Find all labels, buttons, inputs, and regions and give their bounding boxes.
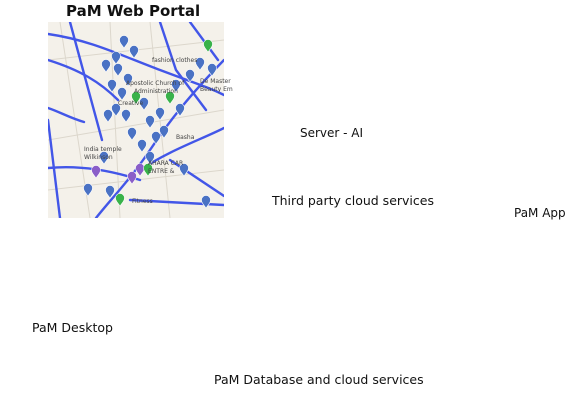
map-pin-icon [127, 127, 137, 141]
map-pin-icon [131, 91, 141, 105]
map-pin-icon [111, 103, 121, 117]
database-label: PaM Database and cloud services [214, 372, 424, 387]
map-pin-icon [226, 24, 235, 37]
map-pin-icon [135, 163, 145, 177]
map-label: fashion clothes [152, 57, 198, 64]
server-label: Server - AI [300, 126, 364, 140]
map-pin-icon [145, 115, 155, 129]
map-label: Administration [134, 88, 178, 95]
map-pin-icon [175, 103, 185, 117]
map-pin-icon [121, 109, 131, 123]
map-pin-icon [179, 163, 189, 177]
map-label: AHARA CAR [148, 160, 184, 167]
map-label: India temple [84, 146, 122, 153]
map-pin-icon [107, 79, 117, 93]
desktop-label: PaM Desktop [32, 320, 113, 335]
map-pin-icon [99, 151, 109, 165]
map-label: Fitness [132, 198, 153, 205]
map-pin-icon [155, 107, 165, 121]
map-label: Beauty Em [200, 86, 233, 93]
map-pin-icon [137, 139, 147, 153]
map-label: ENTRE & [148, 168, 175, 175]
map-label: Wilkinson [84, 154, 113, 161]
map-pin-icon [151, 131, 161, 145]
map-pins [83, 24, 235, 209]
map-label: Basha [176, 134, 195, 141]
map-pin-icon [105, 185, 115, 199]
map-pin-icon [115, 193, 125, 207]
map-pin-icon [91, 165, 101, 179]
map-pin-icon [201, 195, 211, 209]
map-pin-icon [139, 97, 149, 111]
map-label: Apostolic Church of [126, 80, 185, 87]
map-pin-icon [143, 163, 153, 177]
map-pin-icon [207, 63, 217, 77]
map-pin-icon [123, 73, 133, 87]
map-label: Creative [118, 100, 144, 107]
web-portal-map [48, 22, 235, 218]
map-pin-icon [171, 79, 181, 93]
map-pin-icon [203, 39, 213, 53]
map-pin-icon [113, 63, 123, 77]
map-pin-icon [103, 109, 113, 123]
map-pin-icon [117, 87, 127, 101]
map-pin-icon [159, 125, 169, 139]
web-portal-title: PaM Web Portal [66, 2, 201, 20]
map-label: De Master [200, 78, 231, 85]
cloud-label: Third party cloud services [272, 193, 434, 208]
map-pin-icon [119, 35, 129, 49]
map-pin-icon [145, 151, 155, 165]
map-pin-icon [129, 45, 139, 59]
map-pin-icon [127, 171, 137, 185]
map-pin-icon [195, 57, 205, 71]
map-pin-icon [111, 51, 121, 65]
map-pin-icon [165, 91, 175, 105]
map-pin-icon [185, 69, 195, 83]
app-label: PaM App [514, 206, 566, 220]
map-pin-icon [83, 183, 93, 197]
map-pin-icon [101, 59, 111, 73]
